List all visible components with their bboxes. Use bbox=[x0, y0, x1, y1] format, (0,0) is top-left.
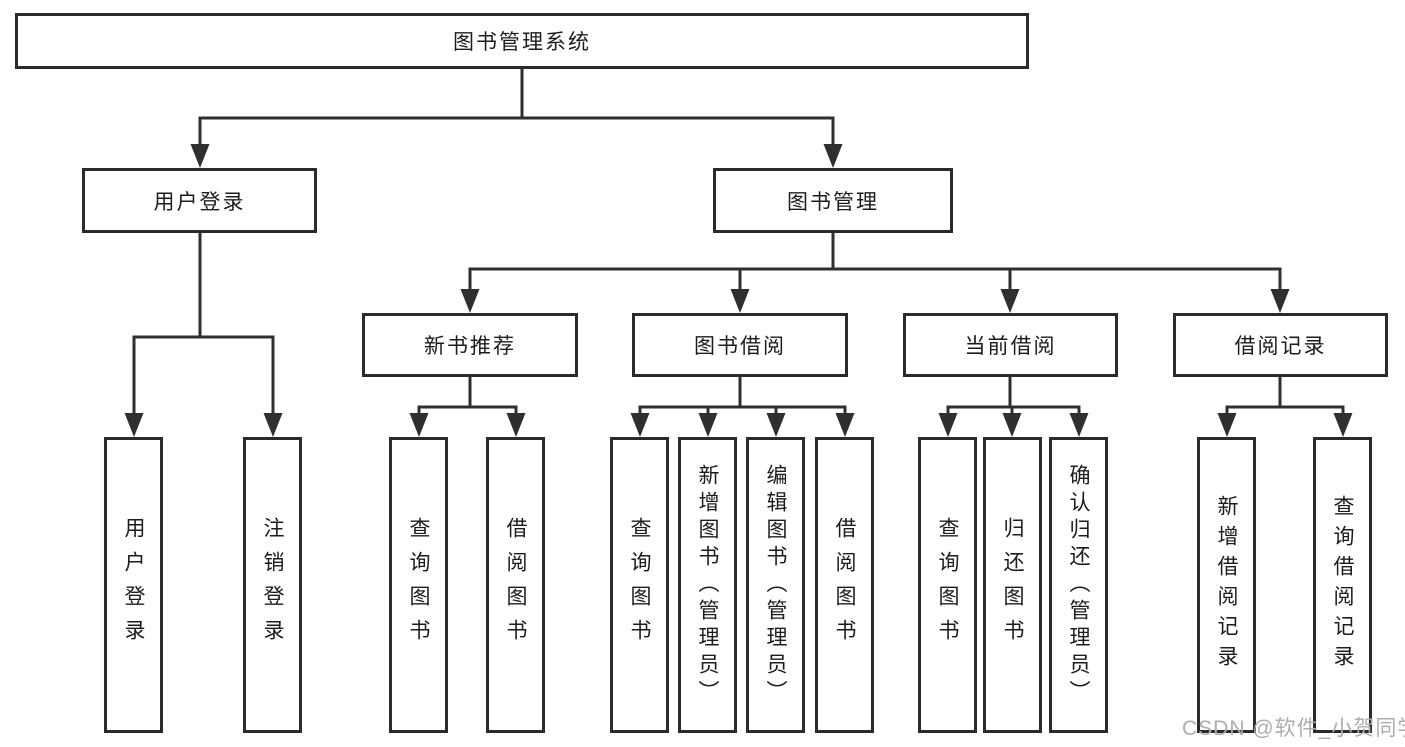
edge-root-to-level2 bbox=[190, 69, 843, 168]
leaf-label: 确认归还（管理员） bbox=[1067, 463, 1090, 707]
leaf-label: 借阅图书 bbox=[833, 517, 856, 653]
arrowhead-icon bbox=[1000, 289, 1020, 313]
arrowhead-icon bbox=[409, 413, 429, 437]
node-current-borrowing-label: 当前借阅 bbox=[964, 335, 1057, 358]
arrowhead-icon bbox=[1270, 289, 1290, 313]
arrowhead-icon bbox=[263, 413, 283, 437]
node-book-management: 图书管理 bbox=[713, 168, 953, 233]
edge-book-management-children bbox=[460, 233, 1290, 313]
arrowhead-icon bbox=[506, 413, 526, 437]
node-leaf-add-borrow-record: 新增借阅记录 bbox=[1197, 437, 1256, 733]
node-leaf-borrow-books: 借阅图书 bbox=[815, 437, 874, 733]
arrowhead-icon bbox=[698, 413, 718, 437]
node-current-borrowing: 当前借阅 bbox=[903, 313, 1118, 377]
leaf-label: 查询图书 bbox=[407, 517, 430, 653]
node-borrowing-records-label: 借阅记录 bbox=[1234, 335, 1327, 358]
leaf-label: 用户登录 bbox=[122, 517, 145, 653]
node-root: 图书管理系统 bbox=[15, 13, 1029, 69]
arrowhead-icon bbox=[190, 144, 210, 168]
csdn-watermark: CSDN @软件_小贺同学 bbox=[1182, 717, 1405, 740]
node-leaf-query-books-recommend: 查询图书 bbox=[389, 437, 448, 733]
node-leaf-borrow-books-recommend: 借阅图书 bbox=[486, 437, 545, 733]
leaf-label: 查询图书 bbox=[628, 517, 651, 653]
edge-new-book-recommend-children bbox=[409, 377, 526, 437]
arrowhead-icon bbox=[1217, 413, 1237, 437]
node-new-book-recommend: 新书推荐 bbox=[362, 313, 578, 377]
node-root-label: 图书管理系统 bbox=[453, 31, 591, 54]
node-book-management-label: 图书管理 bbox=[787, 190, 879, 214]
leaf-label: 借阅图书 bbox=[504, 517, 527, 653]
node-leaf-query-borrow-record: 查询借阅记录 bbox=[1313, 437, 1372, 733]
arrowhead-icon bbox=[766, 413, 786, 437]
edge-borrowing-records-children bbox=[1217, 377, 1353, 437]
leaf-label: 新增借阅记录 bbox=[1215, 495, 1238, 675]
node-book-borrowing-label: 图书借阅 bbox=[694, 335, 786, 358]
node-user-login-label: 用户登录 bbox=[153, 190, 246, 214]
edge-current-borrowing-children bbox=[938, 377, 1089, 437]
arrowhead-icon bbox=[835, 413, 855, 437]
leaf-label: 编辑图书（管理员） bbox=[764, 463, 787, 707]
leaf-label: 查询图书 bbox=[936, 517, 959, 653]
arrowhead-icon bbox=[823, 144, 843, 168]
arrowhead-icon bbox=[1002, 413, 1022, 437]
node-leaf-add-book-admin: 新增图书（管理员） bbox=[678, 437, 737, 733]
arrowhead-icon bbox=[730, 289, 750, 313]
node-leaf-query-books-borrowing: 查询图书 bbox=[610, 437, 669, 733]
node-user-login: 用户登录 bbox=[82, 168, 317, 233]
node-new-book-recommend-label: 新书推荐 bbox=[424, 335, 516, 358]
arrowhead-icon bbox=[460, 289, 480, 313]
arrowhead-icon bbox=[1069, 413, 1089, 437]
node-leaf-user-login: 用户登录 bbox=[104, 437, 163, 733]
edge-book-borrowing-children bbox=[630, 377, 855, 437]
node-book-borrowing: 图书借阅 bbox=[632, 313, 848, 377]
edge-user-login-children bbox=[124, 233, 283, 437]
arrowhead-icon bbox=[1333, 413, 1353, 437]
node-leaf-query-books-current: 查询图书 bbox=[918, 437, 977, 733]
arrowhead-icon bbox=[938, 413, 958, 437]
node-leaf-logout: 注销登录 bbox=[243, 437, 302, 733]
leaf-label: 注销登录 bbox=[261, 517, 284, 653]
node-leaf-edit-book-admin: 编辑图书（管理员） bbox=[746, 437, 805, 733]
node-borrowing-records: 借阅记录 bbox=[1173, 313, 1388, 377]
arrowhead-icon bbox=[124, 413, 144, 437]
node-leaf-return-book: 归还图书 bbox=[983, 437, 1042, 733]
leaf-label: 归还图书 bbox=[1001, 517, 1024, 653]
leaf-label: 新增图书（管理员） bbox=[696, 463, 719, 707]
arrowhead-icon bbox=[630, 413, 650, 437]
leaf-label: 查询借阅记录 bbox=[1331, 495, 1354, 675]
node-leaf-confirm-return-admin: 确认归还（管理员） bbox=[1049, 437, 1108, 733]
